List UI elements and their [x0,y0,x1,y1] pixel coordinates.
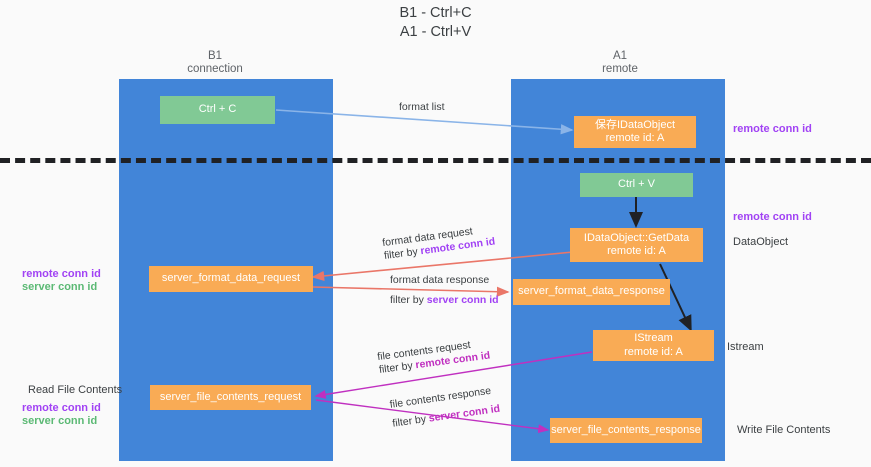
annotation-left-remote-conn-id-2: remote conn id [22,402,101,414]
title-line-1: B1 - Ctrl+C [399,5,472,21]
box-getdata-line2: remote id: A [607,245,666,257]
box-server-file-contents-request-label: server_file_contents_request [159,390,302,403]
box-ctrl-v[interactable]: Ctrl + V [580,173,693,197]
phase-divider [0,158,871,163]
box-server-format-data-response[interactable]: server_format_data_response [513,279,670,305]
edge-label-format-list-text: format list [399,101,445,113]
edge-file-contents-response-filter-key: server conn id [428,402,501,425]
diagram-title: B1 - Ctrl+C A1 - Ctrl+V [0,4,871,42]
box-istream-line1: IStream [634,332,673,344]
edge-format-data-response-line1: format data response [390,274,490,286]
annotation-right-dataobject: DataObject [733,236,789,248]
box-save-idataobject-line1: 保存IDataObject [594,118,676,131]
box-getdata-line1: IDataObject::GetData [583,231,690,244]
annotation-right-write-file-contents: Write File Contents [737,424,831,436]
annotation-left-server-conn-id-1: server conn id [22,281,98,293]
box-server-file-contents-request[interactable]: server_file_contents_request [150,385,311,410]
edge-label-file-contents-request: file contents request filter by remote c… [377,337,491,377]
box-server-format-data-response-label: server_format_data_response [518,285,665,298]
edge-label-file-contents-response: file contents response filter by server … [389,384,501,431]
box-idataobject-getdata[interactable]: IDataObject::GetData remote id: A [570,228,703,262]
column-a1-name: A1 [612,50,628,62]
column-a1-role: remote [602,63,638,75]
annotation-right-remote-conn-id-top: remote conn id [733,123,812,135]
box-ctrl-c[interactable]: Ctrl + C [160,96,275,124]
box-server-format-data-request[interactable]: server_format_data_request [149,266,313,292]
edge-file-contents-response-filter-prefix: filter by [391,412,430,430]
column-b1-name: B1 [207,50,223,62]
box-save-idataobject-line2: remote id: A [605,132,665,144]
title-line-2: A1 - Ctrl+V [399,24,472,40]
box-ctrl-v-label: Ctrl + V [618,178,655,191]
box-istream[interactable]: IStream remote id: A [593,330,714,361]
annotation-right-remote-conn-id-mid: remote conn id [733,211,812,223]
annotation-left-server-conn-id-2: server conn id [22,415,98,427]
column-b1-role: connection [187,63,243,75]
edge-format-data-response-filter-key: server conn id [426,294,499,306]
column-header-b1: B1 connection [155,50,275,76]
box-server-format-data-request-label: server_format_data_request [161,272,301,285]
edge-format-data-response-filter: filter by server conn id [390,294,499,307]
column-header-a1: A1 remote [560,50,680,76]
annotation-left-read-file-contents: Read File Contents [28,384,123,396]
annotation-right-istream: Istream [727,341,764,353]
box-save-idataobject[interactable]: 保存IDataObject remote id: A [574,116,696,148]
edge-label-format-data-response: format data response filter by server co… [390,274,499,307]
edge-label-format-data-request: format data request filter by remote con… [382,223,496,263]
edge-format-data-response-filter-prefix: filter by [390,294,427,306]
box-istream-line2: remote id: A [624,345,683,358]
box-server-file-contents-response[interactable]: server_file_contents_response [550,418,702,443]
box-server-file-contents-response-label: server_file_contents_response [551,423,701,436]
annotation-left-remote-conn-id-1: remote conn id [22,268,101,280]
edge-label-format-list: format list [399,101,445,114]
box-ctrl-c-label: Ctrl + C [198,103,237,116]
